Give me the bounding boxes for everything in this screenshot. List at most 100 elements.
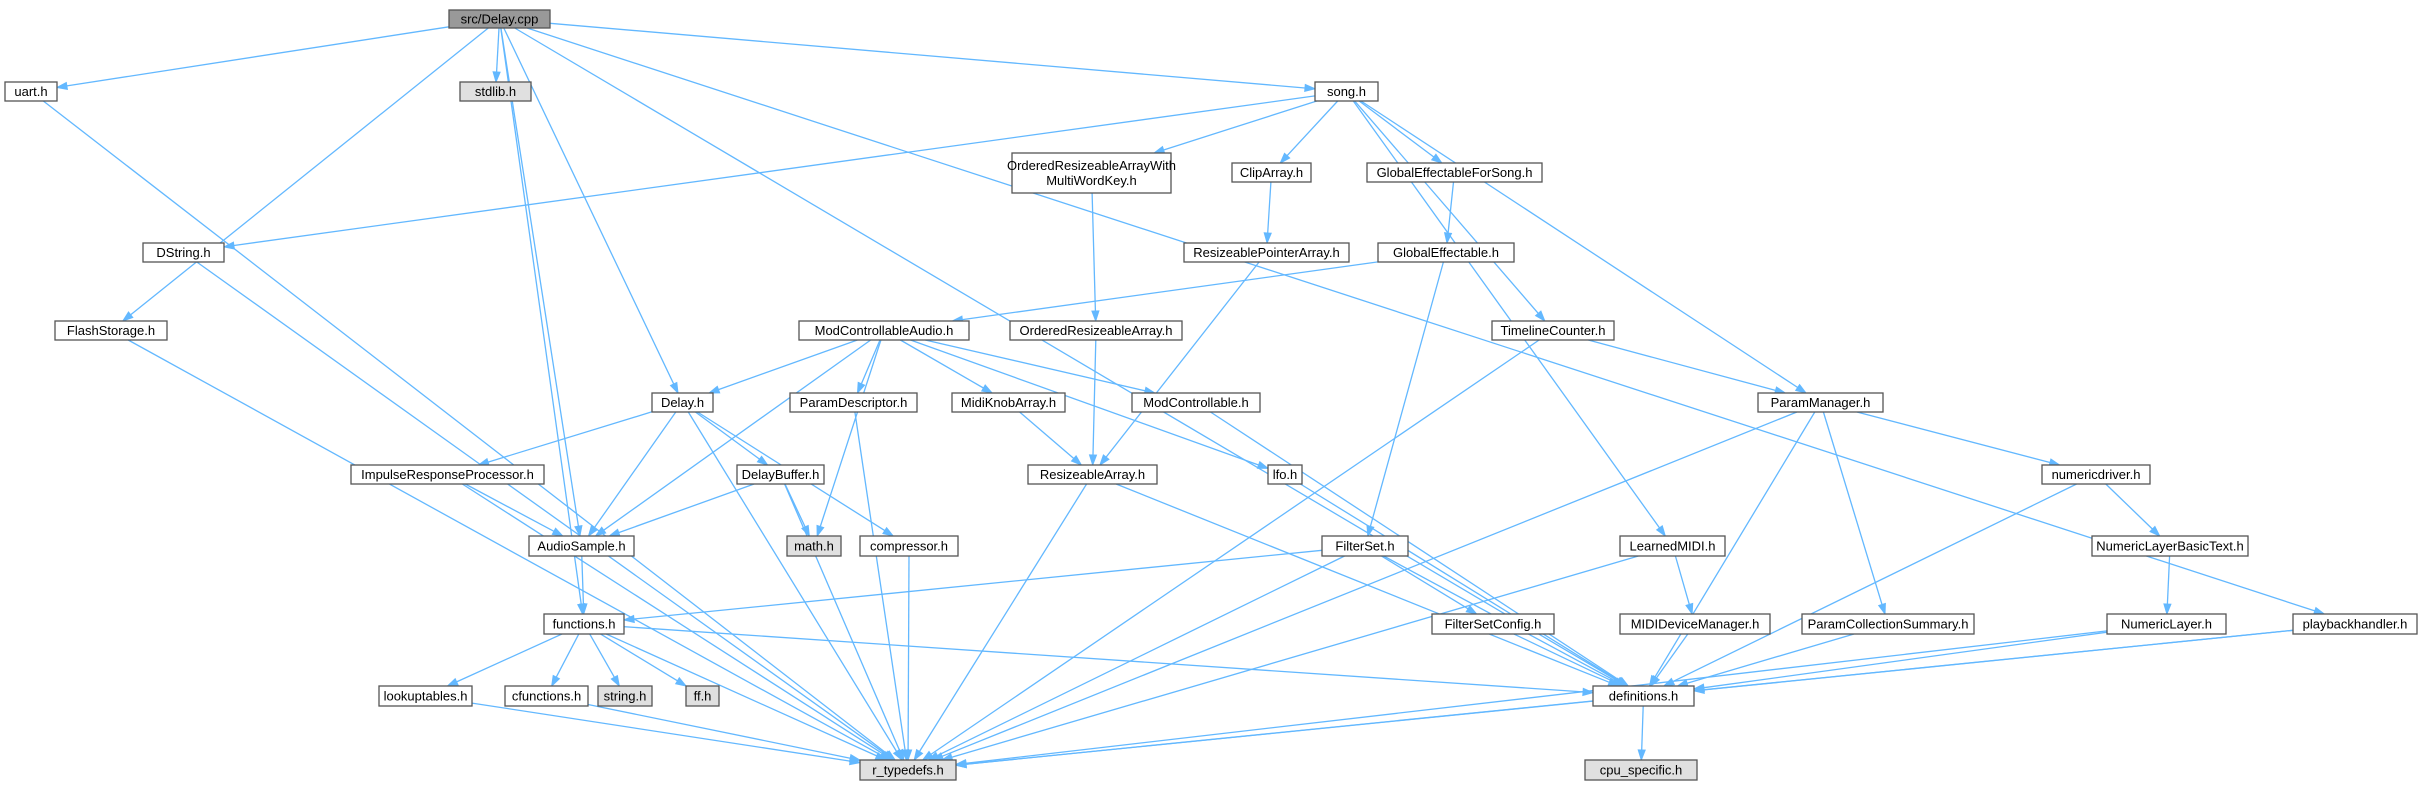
node-ge-h[interactable]: GlobalEffectable.h	[1377, 242, 1515, 263]
edge-line	[130, 27, 489, 316]
node-dstring-h[interactable]: DString.h	[142, 242, 225, 263]
node-label: GlobalEffectableForSong.h	[1377, 165, 1533, 180]
node-uart-h[interactable]: uart.h	[4, 81, 58, 102]
edge-line	[1210, 411, 1621, 682]
node-rpa-h[interactable]: ResizeablePointerArray.h	[1183, 242, 1350, 263]
edge-mca_h-to-delay_h	[707, 339, 858, 394]
edge-song_h-to-dstring_h	[222, 95, 1316, 250]
node-label: math.h	[794, 539, 834, 554]
node-comp-h[interactable]: compressor.h	[859, 535, 959, 557]
node-label: lfo.h	[1273, 467, 1298, 482]
edge-fs_h-to-func_h	[622, 549, 1323, 624]
node-defs-h[interactable]: definitions.h	[1592, 685, 1695, 707]
edge-line	[127, 339, 882, 756]
node-db-h[interactable]: DelayBuffer.h	[736, 464, 825, 485]
edge-mca_h-to-lfo_h	[910, 339, 1270, 469]
arrowhead	[551, 674, 561, 688]
node-nd-h[interactable]: numericdriver.h	[2041, 464, 2151, 485]
node-box	[459, 81, 532, 102]
node-irp-h[interactable]: ImpulseResponseProcessor.h	[350, 464, 545, 485]
node-as-h[interactable]: AudioSample.h	[528, 535, 635, 557]
edge-song_h-to-gefs_h	[1358, 100, 1444, 164]
arrowhead	[551, 527, 565, 537]
node-box	[1619, 613, 1771, 635]
arrowhead	[1534, 310, 1546, 323]
node-mca-h[interactable]: ModControllableAudio.h	[798, 320, 970, 341]
node-gefs-h[interactable]: GlobalEffectableForSong.h	[1366, 162, 1543, 183]
node-box	[350, 464, 545, 485]
edge-song_h-to-pm_h	[1360, 100, 1808, 394]
arrowhead	[913, 748, 924, 762]
node-label: stdlib.h	[475, 84, 516, 99]
node-fs-h[interactable]: FilterSet.h	[1321, 535, 1409, 557]
node-cf-h[interactable]: cfunctions.h	[504, 685, 589, 707]
node-box	[1267, 464, 1303, 485]
node-label: OrderedResizeableArrayWith	[1007, 158, 1176, 173]
node-math-h: math.h	[786, 535, 842, 557]
node-pcs-h[interactable]: ParamCollectionSummary.h	[1801, 613, 1975, 635]
node-func-h[interactable]: functions.h	[543, 613, 625, 635]
edge-cliparray_h-to-rpa_h	[1263, 181, 1272, 245]
node-label: OrderedResizeableArray.h	[1020, 323, 1173, 338]
arrowhead	[881, 750, 894, 761]
node-nlbt-h[interactable]: NumericLayerBasicText.h	[2091, 535, 2249, 557]
node-nl-h[interactable]: NumericLayer.h	[2106, 613, 2227, 635]
node-label: DelayBuffer.h	[742, 467, 820, 482]
node-box	[528, 535, 635, 557]
edge-mca_h-to-as_h	[594, 339, 872, 537]
edge-line	[471, 702, 851, 762]
node-box	[2041, 464, 2151, 485]
node-box	[798, 320, 970, 341]
node-fsc-h[interactable]: FilterSetConfig.h	[1431, 613, 1555, 635]
edge-song_h-to-tc_h	[1354, 100, 1546, 323]
node-label: ResizeablePointerArray.h	[1193, 245, 1339, 260]
node-box	[448, 9, 551, 29]
node-label: lookuptables.h	[384, 689, 468, 704]
edge-line	[1091, 192, 1097, 312]
node-box	[1431, 613, 1555, 635]
node-mdm-h[interactable]: MIDIDeviceManager.h	[1619, 613, 1771, 635]
edge-line	[951, 555, 1639, 758]
node-song-h[interactable]: song.h	[1314, 81, 1379, 102]
edge-delay_h-to-as_h	[587, 411, 677, 538]
node-box	[1801, 613, 1975, 635]
arrowhead	[1655, 524, 1667, 538]
arrowhead	[882, 526, 895, 537]
edge-fs_h-to-fsc_h	[1381, 555, 1478, 615]
edge-gefs_h-to-ge_h	[1443, 181, 1455, 245]
node-pm-h[interactable]: ParamManager.h	[1757, 392, 1884, 413]
arrowhead	[2163, 603, 2172, 616]
node-cliparray-h[interactable]: ClipArray.h	[1231, 162, 1312, 183]
arrowhead	[1256, 460, 1270, 469]
node-lut-h[interactable]: lookuptables.h	[378, 685, 473, 707]
node-lm-h[interactable]: LearnedMIDI.h	[1619, 535, 1726, 557]
arrowhead	[610, 674, 621, 688]
edge-line	[937, 555, 1345, 757]
node-mka-h[interactable]: MidiKnobArray.h	[951, 392, 1066, 413]
edge-line	[456, 633, 563, 683]
node-ora-h[interactable]: OrderedResizeableArray.h	[1009, 320, 1183, 341]
node-delay-cpp: src/Delay.cpp	[448, 9, 551, 29]
node-ph-h[interactable]: playbackhandler.h	[2292, 613, 2418, 635]
edge-line	[941, 411, 1798, 757]
node-flash-h[interactable]: FlashStorage.h	[54, 320, 168, 341]
arrowhead	[954, 759, 967, 769]
edge-line	[603, 339, 872, 531]
edge-line	[1354, 100, 1539, 314]
node-mc-h[interactable]: ModControllable.h	[1131, 392, 1261, 413]
node-delay-h[interactable]: Delay.h	[651, 392, 714, 413]
node-lfo-h[interactable]: lfo.h	[1267, 464, 1303, 485]
node-ra-h[interactable]: ResizeableArray.h	[1027, 464, 1158, 485]
node-box	[1183, 242, 1350, 263]
node-label: ParamCollectionSummary.h	[1808, 617, 1969, 632]
edge-rpa_h-to-ra_h	[1098, 261, 1260, 467]
edge-db_h-to-rtd_h	[784, 483, 905, 762]
node-tc-h[interactable]: TimelineCounter.h	[1491, 320, 1615, 341]
edge-pcs_h-to-defs_h	[1676, 633, 1855, 688]
edge-line	[1105, 261, 1260, 458]
node-label: cfunctions.h	[512, 689, 581, 704]
edge-line	[1686, 633, 1855, 684]
node-pd-h[interactable]: ParamDescriptor.h	[789, 392, 918, 413]
